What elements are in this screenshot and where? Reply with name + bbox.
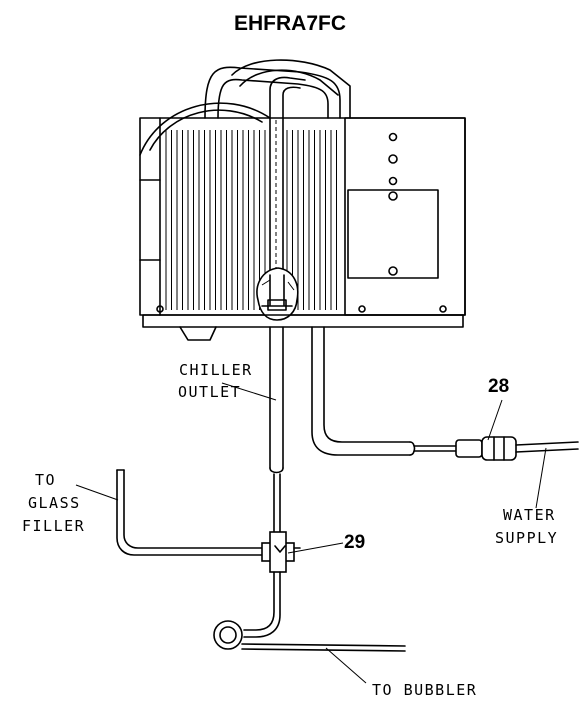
leader-28	[487, 399, 503, 441]
callout-29: 29	[344, 532, 365, 553]
glass-filler-pipe	[116, 469, 263, 556]
label-glass-filler-line3: FILLER	[22, 517, 85, 535]
bubbler-coil-inner	[219, 626, 237, 644]
base-plate	[142, 314, 464, 328]
control-panel	[344, 117, 466, 316]
water-supply-pipe	[311, 326, 579, 461]
label-to-bubbler: TO BUBBLER	[372, 681, 477, 699]
panel-hole	[388, 266, 398, 276]
leader-glass-filler	[75, 484, 119, 501]
panel-hole	[388, 154, 398, 164]
chiller-coil-tubes	[139, 59, 351, 156]
leader-bubbler	[325, 647, 367, 684]
panel-cover	[347, 189, 439, 279]
panel-screw	[388, 176, 398, 186]
leader-water-supply	[535, 447, 547, 509]
leader-chiller-outlet	[221, 382, 277, 401]
bubbler-pipe	[213, 571, 406, 652]
panel-hole	[358, 305, 366, 313]
water-inlet-fitting	[455, 436, 517, 461]
label-chiller-outlet-line1: CHILLER	[179, 361, 253, 379]
chiller-outlet-pipe	[269, 326, 284, 546]
housing-screw	[156, 305, 164, 313]
label-water-supply-line2: SUPPLY	[495, 529, 558, 547]
callout-28: 28	[488, 376, 509, 397]
panel-hole	[439, 305, 447, 313]
label-glass-filler-line2: GLASS	[28, 494, 81, 512]
leader-29	[287, 542, 344, 554]
bubbler-coil	[213, 620, 243, 650]
chiller-housing	[139, 117, 466, 316]
diagram-title: EHFRA7FC	[234, 12, 346, 35]
tee-fitting	[261, 531, 301, 573]
panel-hole	[388, 191, 398, 201]
cutaway-view	[256, 267, 299, 321]
label-water-supply-line1: WATER	[503, 506, 556, 524]
label-chiller-outlet-line2: OUTLET	[178, 383, 241, 401]
label-glass-filler-line1: TO	[35, 471, 56, 489]
leader-lines	[75, 382, 547, 684]
chiller-unit	[139, 59, 466, 341]
condenser-fins	[165, 130, 337, 310]
panel-screw	[388, 132, 398, 142]
